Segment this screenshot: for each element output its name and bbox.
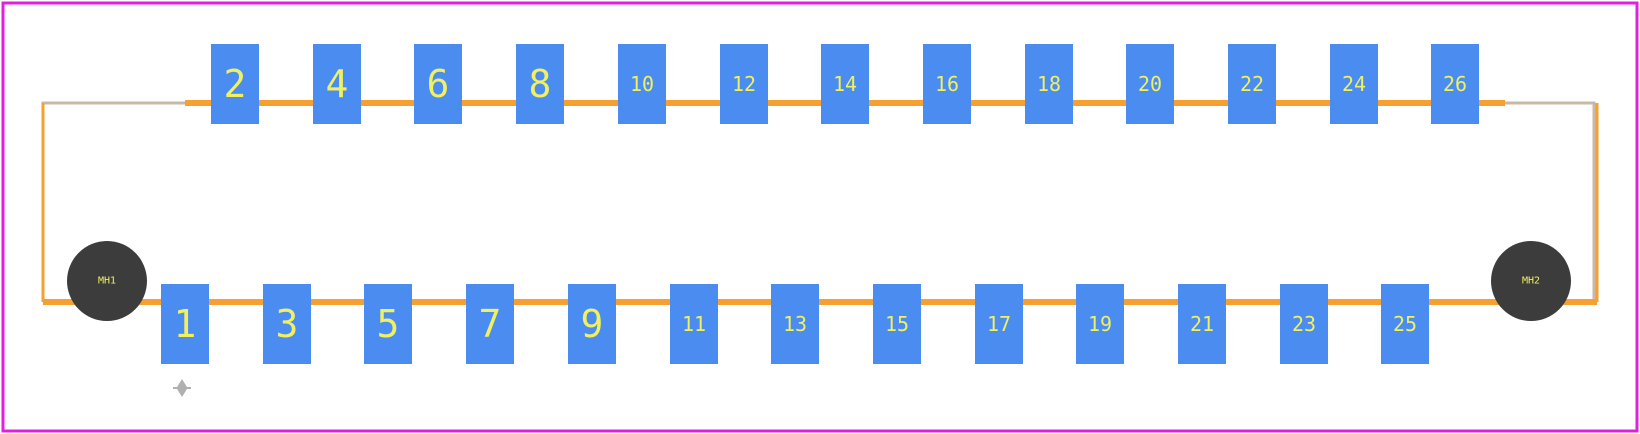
pad-label: 7: [479, 302, 502, 346]
pad-rect: [923, 44, 971, 124]
courtyard-right: [1505, 101, 1596, 302]
mounting-hole-label: MH1: [98, 276, 116, 287]
pad-label: 4: [326, 62, 349, 106]
pad-rect: [670, 284, 718, 364]
pad-26: 26: [1431, 44, 1479, 124]
pad-label: 19: [1088, 312, 1112, 336]
pad-11: 11: [670, 284, 718, 364]
pad-13: 13: [771, 284, 819, 364]
pad-rect: [1178, 284, 1226, 364]
pad-label: 3: [276, 302, 299, 346]
mounting-hole-circle: [1491, 241, 1571, 321]
pad-14: 14: [821, 44, 869, 124]
pad-label: 23: [1292, 312, 1316, 336]
pad-rect: [364, 284, 412, 364]
pad-label: 26: [1443, 72, 1467, 96]
pad-24: 24: [1330, 44, 1378, 124]
pad-6: 6: [414, 44, 462, 124]
pad-label: 13: [783, 312, 807, 336]
pad-rect: [771, 284, 819, 364]
pad-label: 11: [682, 312, 706, 336]
pad-label: 15: [885, 312, 909, 336]
pad-25: 25: [1381, 284, 1429, 364]
pad-rect: [466, 284, 514, 364]
pad-rect: [1025, 44, 1073, 124]
pad-rect: [414, 44, 462, 124]
pad-label: 5: [377, 302, 400, 346]
pad-rect: [161, 284, 209, 364]
pad-9: 9: [568, 284, 616, 364]
pad-21: 21: [1178, 284, 1226, 364]
pad-4: 4: [313, 44, 361, 124]
pad-label: 12: [732, 72, 756, 96]
mounting-hole-label: MH2: [1522, 276, 1540, 287]
pad-label: 14: [833, 72, 857, 96]
pad-rect: [211, 44, 259, 124]
pad-3: 3: [263, 284, 311, 364]
pad-label: 16: [935, 72, 959, 96]
pad-rect: [263, 284, 311, 364]
pad-rect: [1330, 44, 1378, 124]
pad-rect: [1228, 44, 1276, 124]
pad-label: 17: [987, 312, 1011, 336]
pad-label: 25: [1393, 312, 1417, 336]
pad-label: 2: [224, 62, 247, 106]
pad-rect: [1431, 44, 1479, 124]
pad-label: 24: [1342, 72, 1366, 96]
pad-5: 5: [364, 284, 412, 364]
pad-rect: [1381, 284, 1429, 364]
pad-label: 8: [529, 62, 552, 106]
courtyard-outline: [41, 101, 1596, 302]
pad-8: 8: [516, 44, 564, 124]
pad-20: 20: [1126, 44, 1174, 124]
pad-rect: [1280, 284, 1328, 364]
pad-18: 18: [1025, 44, 1073, 124]
mounting-hole-mh1: MH1: [67, 241, 147, 321]
pad-7: 7: [466, 284, 514, 364]
pad-15: 15: [873, 284, 921, 364]
pad-10: 10: [618, 44, 666, 124]
pad-label: 20: [1138, 72, 1162, 96]
origin-marker-icon: [173, 379, 191, 397]
pad-2: 2: [211, 44, 259, 124]
pad-19: 19: [1076, 284, 1124, 364]
pad-12: 12: [720, 44, 768, 124]
pad-1: 1: [161, 284, 209, 364]
pad-rect: [568, 284, 616, 364]
pad-rect: [313, 44, 361, 124]
pad-rect: [975, 284, 1023, 364]
pad-label: 1: [174, 302, 197, 346]
pad-rect: [1076, 284, 1124, 364]
pad-rect: [873, 284, 921, 364]
pad-label: 6: [427, 62, 450, 106]
pad-rect: [1126, 44, 1174, 124]
mounting-hole-mh2: MH2: [1491, 241, 1571, 321]
mounting-hole-circle: [67, 241, 147, 321]
pad-label: 18: [1037, 72, 1061, 96]
pad-label: 21: [1190, 312, 1214, 336]
pad-rect: [516, 44, 564, 124]
mounting-holes: MH1 MH2: [67, 241, 1571, 321]
pad-22: 22: [1228, 44, 1276, 124]
pad-rect: [618, 44, 666, 124]
pad-23: 23: [1280, 284, 1328, 364]
pad-rect: [821, 44, 869, 124]
pad-17: 17: [975, 284, 1023, 364]
pad-label: 9: [581, 302, 604, 346]
pad-16: 16: [923, 44, 971, 124]
silkscreen-outline: [41, 100, 1599, 305]
pad-rect: [720, 44, 768, 124]
pad-label: 10: [630, 72, 654, 96]
pad-label: 22: [1240, 72, 1264, 96]
